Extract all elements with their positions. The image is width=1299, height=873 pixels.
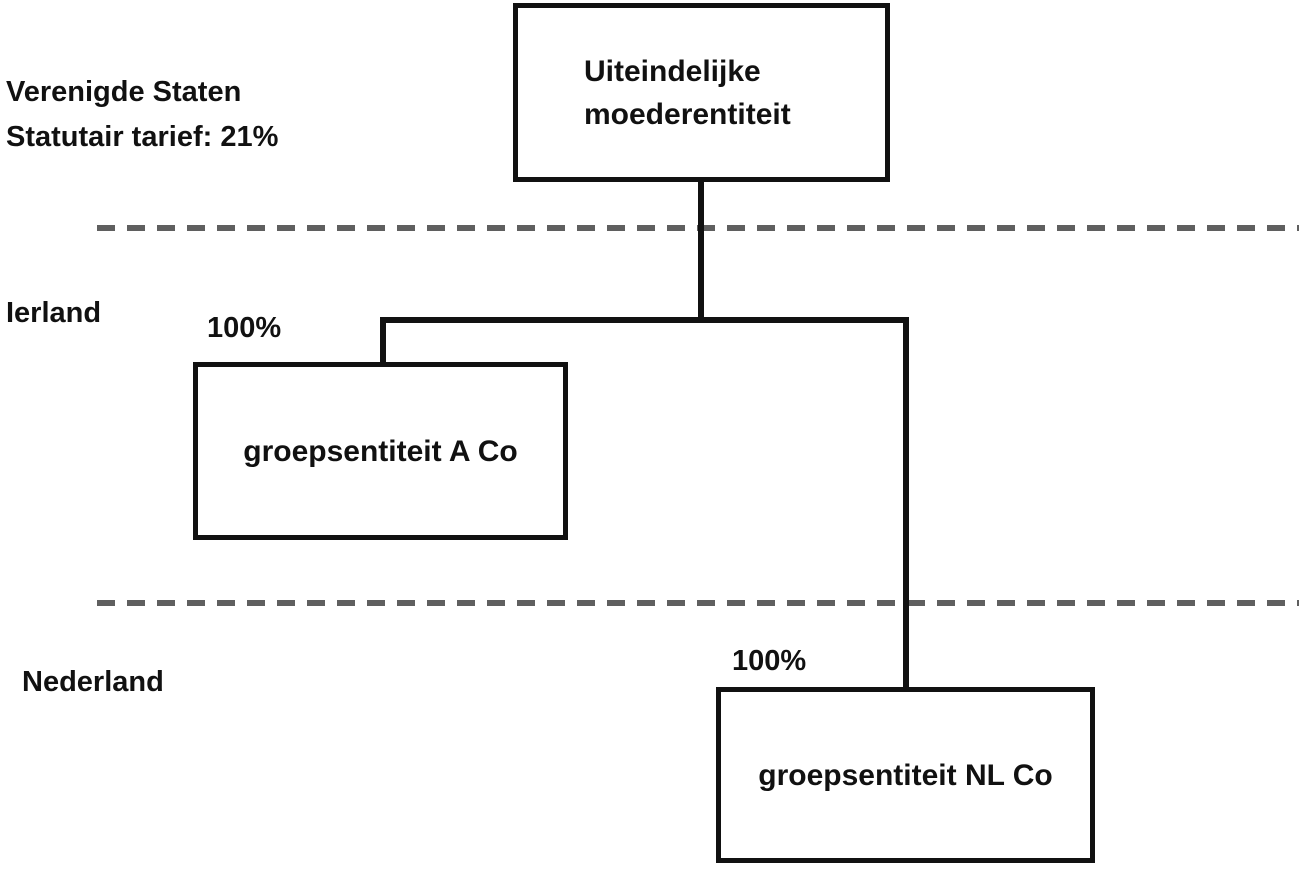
connector-drop-nl-co xyxy=(903,317,909,692)
connector-branch-horizontal xyxy=(380,317,909,323)
region-label-ierland: Ierland xyxy=(6,297,102,329)
statutory-rate-label: Statutair tarief: 21% xyxy=(6,121,279,153)
node-groepsentiteit-a-co-label: groepsentiteit A Co xyxy=(243,434,518,468)
region-label-verenigde-staten-line1: Verenigde Staten xyxy=(6,76,242,108)
ownership-label-a-co: 100% xyxy=(207,312,282,344)
region-label-verenigde-staten: Verenigde Staten Statutair tarief: 21% xyxy=(6,70,278,160)
node-groepsentiteit-nl-co: groepsentiteit NL Co xyxy=(716,687,1095,863)
ownership-label-nl-co: 100% xyxy=(732,645,807,677)
connector-parent-riser xyxy=(698,180,704,322)
node-groepsentiteit-nl-co-label: groepsentiteit NL Co xyxy=(758,758,1053,792)
region-label-nederland: Nederland xyxy=(22,666,164,698)
node-uiteindelijke-moederentiteit: Uiteindelijke moederentiteit xyxy=(513,3,890,182)
node-parent-label-line2: moederentiteit xyxy=(584,97,791,131)
node-groepsentiteit-a-co: groepsentiteit A Co xyxy=(193,362,568,540)
connector-drop-a-co xyxy=(380,317,386,367)
node-uiteindelijke-moederentiteit-label: Uiteindelijke moederentiteit xyxy=(584,50,791,136)
node-parent-label-line1: Uiteindelijke xyxy=(584,54,761,88)
country-divider-ierland-nederland xyxy=(97,600,1299,606)
